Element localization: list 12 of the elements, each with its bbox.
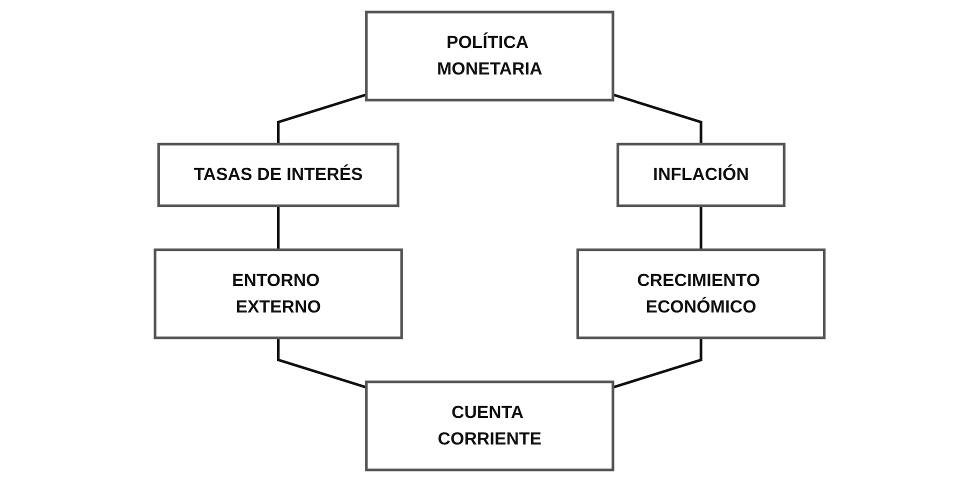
node-box: TASAS DE INTERÉS (158, 142, 400, 208)
node-box: CRECIMIENTO ECONÓMICO (576, 248, 826, 340)
node-box: ENTORNO EXTERNO (154, 248, 404, 340)
connector (612, 338, 703, 389)
node-box: INFLACIÓN (616, 142, 786, 208)
connector (277, 338, 368, 389)
connector (277, 206, 280, 250)
connector (700, 206, 703, 250)
connector (612, 93, 703, 144)
connector (277, 93, 368, 144)
node-box: CUENTA CORRIENTE (365, 380, 615, 472)
node-box: POLÍTICA MONETARIA (365, 10, 615, 102)
